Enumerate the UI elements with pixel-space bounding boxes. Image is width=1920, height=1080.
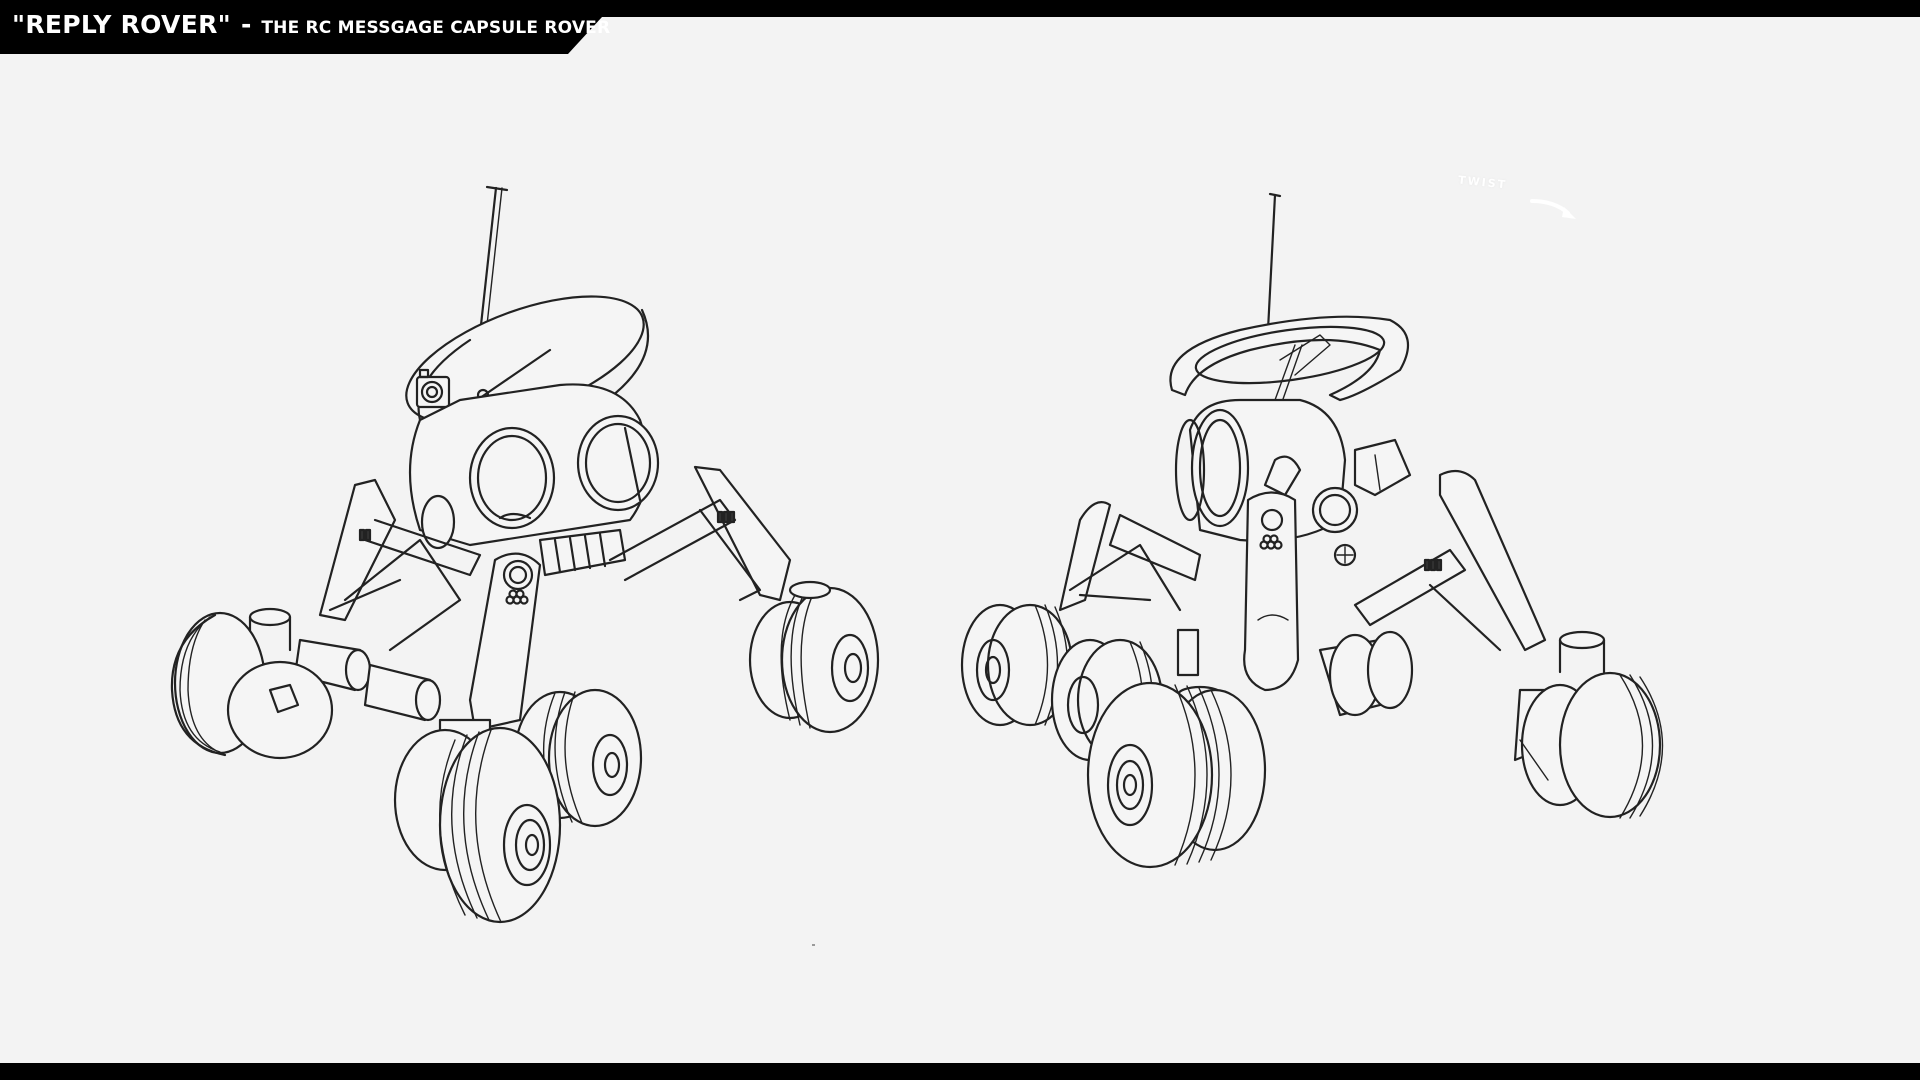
right-leg <box>1353 469 1547 652</box>
title-tab <box>0 0 602 54</box>
camera-icon <box>415 368 451 409</box>
curved-arrow-icon <box>1530 199 1576 219</box>
rover-1-line-art <box>170 185 880 924</box>
bottom-bar <box>0 1063 1920 1080</box>
wheel-front-left <box>170 611 334 760</box>
center-arm <box>468 552 542 732</box>
title-main: "REPLY ROVER" <box>12 10 231 39</box>
wheel-right <box>1513 630 1664 819</box>
wheel-front <box>393 718 562 924</box>
right-leg <box>608 465 792 602</box>
head-body <box>408 383 660 550</box>
antenna-icon <box>1266 192 1282 332</box>
logo-icon <box>1259 534 1283 550</box>
neck-ribs <box>538 528 627 577</box>
rover-illustration-2 <box>960 192 1690 942</box>
title-subtitle: THE RC MESSGAGE CAPSULE ROVER <box>261 18 611 38</box>
sketch-speck <box>812 944 815 946</box>
head-body <box>1174 398 1412 567</box>
left-leg <box>1058 501 1202 612</box>
title-separator: - <box>240 10 252 39</box>
axle-cylinders <box>248 607 442 722</box>
wheel-front <box>1086 681 1267 869</box>
dome-cap-open <box>1169 315 1410 403</box>
rover-illustration-1 <box>160 184 890 984</box>
rover-2-line-art <box>960 192 1664 869</box>
center-arm <box>1243 491 1300 692</box>
illustration-canvas <box>0 54 1920 1063</box>
logo-icon <box>505 589 529 605</box>
wheel-right <box>748 580 880 734</box>
page-title: "REPLY ROVER" - THE RC MESSGAGE CAPSULE … <box>12 10 610 46</box>
left-leg <box>318 478 482 652</box>
body-capsules <box>1176 628 1414 717</box>
